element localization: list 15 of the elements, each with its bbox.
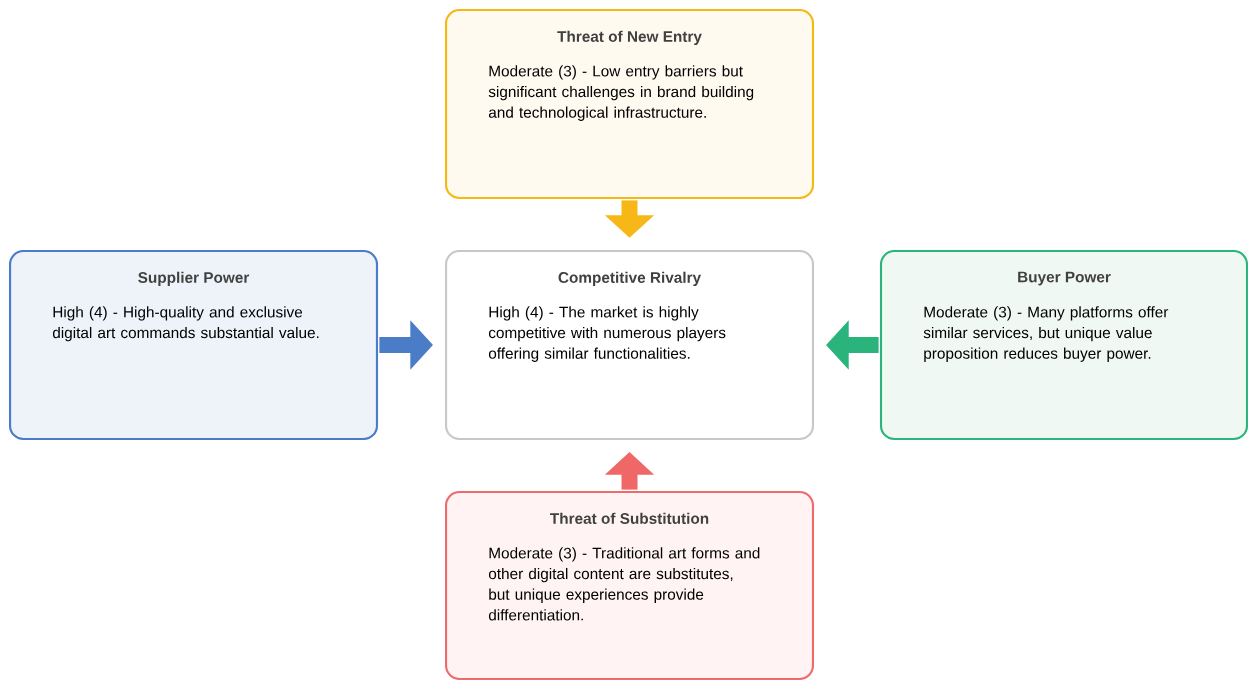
box-title: Competitive Rivalry <box>558 271 701 286</box>
force-box <box>879 249 1248 441</box>
force-box <box>445 249 815 441</box>
box-description: Moderate (3) - Traditional art forms and other digital content are substitutes, but unique experiences provide differentiation. <box>488 547 760 621</box>
force-box <box>8 249 379 441</box>
force-box <box>445 490 815 680</box>
box-title: Buyer Power <box>1018 271 1111 286</box>
box-title: Threat of New Entry <box>557 30 702 45</box>
box-description: High (4) - The market is highly competitive with numerous players offering similar functionalities. <box>488 306 726 362</box>
force-box <box>445 8 815 200</box>
box-description: High (4) - High-quality and exclusive digital art commands substantial value. <box>52 306 319 342</box>
box-description: Moderate (3) - Many platforms offer similar services, but unique value proposition reduces buyer power. <box>923 306 1169 362</box>
box-title: Threat of Substitution <box>550 512 709 524</box>
box-description: Moderate (3) - Low entry barriers but significant challenges in brand building and technological infrastructure. <box>488 65 754 121</box>
box-title: Supplier Power <box>138 271 250 286</box>
